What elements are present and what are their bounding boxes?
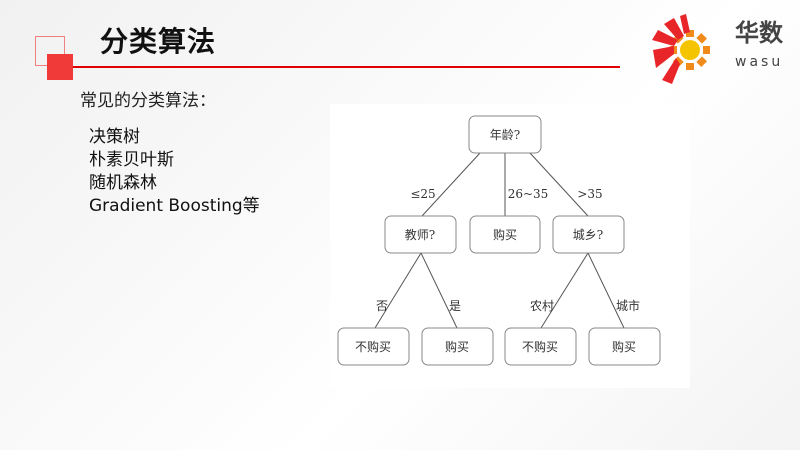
edge-label: 是 — [449, 299, 461, 313]
node-teacher — [384, 215, 457, 254]
leaf-label: 不购买 — [355, 339, 391, 354]
title-underline — [73, 66, 620, 68]
leaf-label: 购买 — [612, 339, 636, 354]
decor-square-filled — [47, 54, 73, 80]
edge-label: 否 — [376, 299, 388, 313]
logo-english-text: wasu — [735, 54, 784, 70]
edge-label: 26~35 — [508, 187, 549, 201]
node-city-rural — [552, 215, 625, 254]
leaf-node — [588, 327, 661, 366]
list-item: 朴素贝叶斯 — [89, 150, 174, 170]
city-rural-label: 城乡? — [573, 228, 603, 242]
leaf-label: 不购买 — [522, 339, 558, 354]
node-root — [468, 115, 542, 154]
list-item: 决策树 — [89, 127, 140, 147]
root-label: 年龄? — [490, 128, 520, 142]
edge-label: 城市 — [616, 298, 640, 313]
buy-label: 购买 — [493, 227, 517, 242]
wasu-logo: 华数 wasu — [650, 8, 795, 88]
decision-tree-diagram: 年龄? 教师? 购买 城乡? 不购买 购买 不购买 购买 ≤25 26~35 >… — [330, 104, 690, 388]
leaf-label: 购买 — [445, 339, 469, 354]
leaf-node — [504, 327, 577, 366]
list-item: Gradient Boosting等 — [89, 196, 260, 216]
sun-logo-icon — [652, 14, 710, 84]
logo-chinese-text: 华数 — [735, 19, 783, 47]
teacher-label: 教师? — [405, 227, 435, 242]
page-title: 分类算法 — [100, 25, 217, 58]
leaf-node — [337, 327, 410, 366]
leaf-node — [421, 327, 494, 366]
edge-label: 农村 — [530, 299, 554, 313]
edge-label: ≤25 — [410, 187, 435, 201]
algorithm-list: 决策树 朴素贝叶斯 随机森林 Gradient Boosting等 — [89, 126, 260, 218]
list-item: 随机森林 — [89, 173, 157, 193]
edge-label: >35 — [577, 187, 602, 201]
node-buy — [469, 215, 541, 254]
tree-edges — [374, 152, 625, 329]
intro-text: 常见的分类算法： — [80, 91, 216, 111]
